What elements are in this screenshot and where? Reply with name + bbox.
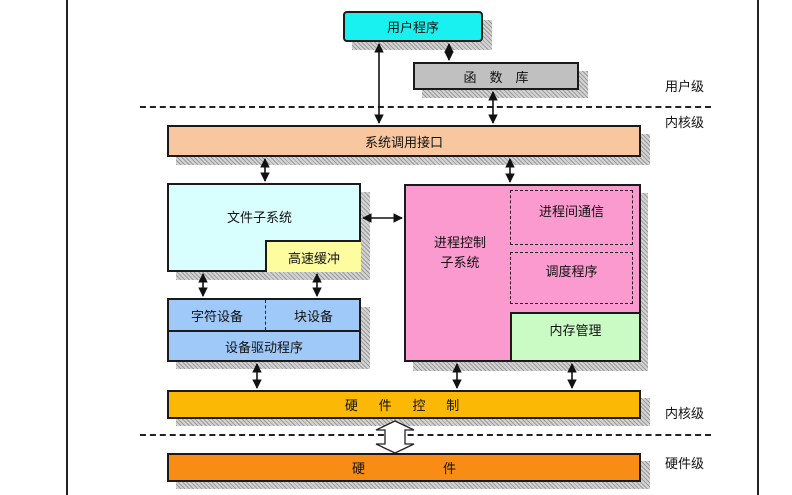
hardware-box: 硬 件: [167, 453, 641, 482]
user-program-box: 用户程序: [343, 11, 483, 42]
process-control-line2: 子系统: [440, 256, 480, 271]
file-subsystem-box: 文件子系统 高速缓冲: [167, 183, 361, 272]
scheduler-box: 调度程序: [510, 252, 633, 304]
device-driver-label: 设备驱动程序: [224, 340, 303, 356]
user-kernel-separator: [140, 106, 711, 108]
block-device-cell: 块设备: [266, 300, 361, 330]
device-driver-cell: 设备驱动程序: [169, 332, 359, 360]
memory-management-box: 内存管理: [510, 312, 639, 360]
file-subsystem-label: 文件子系统: [227, 211, 293, 226]
buffer-cache-box: 高速缓冲: [265, 240, 361, 272]
process-control-line1: 进程控制: [433, 236, 486, 251]
kernel-level-label-top: 内核级: [665, 116, 705, 131]
devices-box: 字符设备 块设备 设备驱动程序: [167, 298, 361, 362]
left-frame-line: [66, 0, 68, 495]
user-level-label: 用户级: [665, 80, 705, 95]
hardware-level-label: 硬件级: [665, 457, 705, 472]
kernel-hardware-separator: [140, 434, 711, 436]
hardware-control-box: 硬 件 控 制: [167, 390, 641, 419]
process-control-label: 进程控制 子系统: [420, 234, 500, 274]
device-driver-divider: [169, 330, 359, 332]
syscall-interface-box: 系统调用接口: [167, 125, 641, 157]
char-device-cell: 字符设备: [169, 300, 265, 330]
kernel-level-label-bottom: 内核级: [665, 407, 705, 422]
right-frame-line: [757, 0, 759, 495]
function-library-box: 函 数 库: [413, 62, 579, 90]
block-device-label: 块设备: [293, 309, 333, 325]
device-split-divider: [265, 300, 266, 330]
char-device-label: 字符设备: [190, 309, 243, 325]
ipc-box: 进程间通信: [510, 190, 633, 245]
process-control-box: 进程控制 子系统 进程间通信 调度程序 内存管理: [404, 184, 641, 362]
